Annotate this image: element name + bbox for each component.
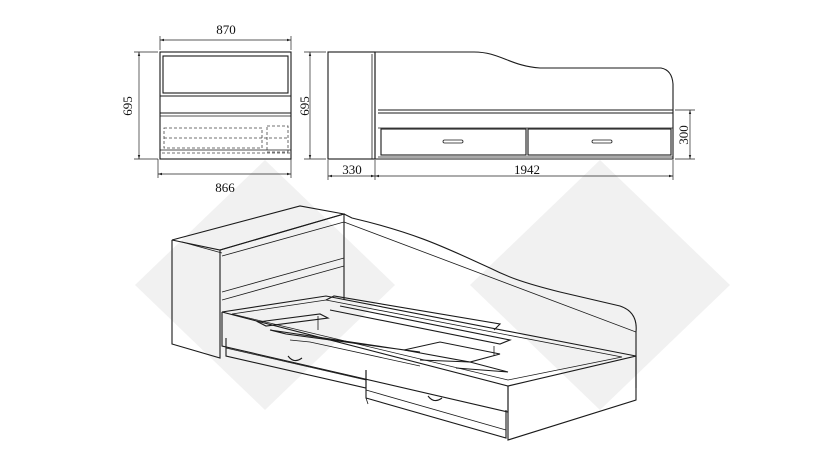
isometric-view (171, 205, 637, 441)
front-view (159, 51, 292, 160)
front-dimensions: 870 866 695 (120, 22, 292, 195)
dim-front-width-bottom: 866 (215, 180, 235, 195)
dim-side-length: 1942 (514, 162, 540, 177)
side-view (327, 51, 674, 160)
dim-side-shelf-depth: 330 (342, 162, 362, 177)
dim-front-width-top: 870 (216, 22, 236, 37)
watermark (135, 160, 730, 410)
dim-drawer-height: 300 (676, 125, 691, 145)
dim-side-height: 695 (297, 96, 312, 116)
side-dimensions: 695 330 1942 300 (297, 51, 695, 180)
dim-front-height: 695 (120, 96, 135, 116)
